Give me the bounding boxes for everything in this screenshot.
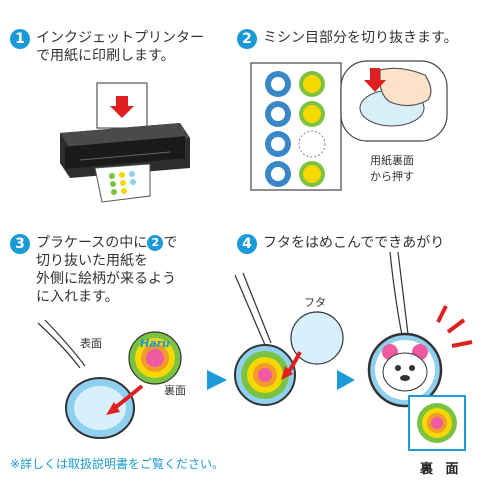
arrow-icon: [207, 370, 227, 390]
step-3-text-line4: に入れます。: [36, 289, 119, 305]
printer-icon: [60, 82, 190, 203]
step-3-number: 3: [10, 234, 30, 254]
back-label: 裏面: [164, 384, 186, 397]
step-4-text-line1: フタをはめこんでできあがり: [263, 235, 445, 251]
back-push-label-2: から押す: [370, 170, 414, 183]
sample-name-label: Haru: [140, 337, 170, 350]
front-label: 表面: [80, 337, 102, 350]
step-3-text-line1-a: プラケースの中に: [36, 235, 148, 251]
note-text: ※詳しくは取扱説明書をご覧ください。: [10, 457, 225, 471]
back-push-label-1: 用紙裏面: [370, 154, 414, 167]
sheet-icon: [250, 62, 342, 191]
step-1-text-line2: で用紙に印刷します。: [36, 48, 175, 64]
back-side-inset: [408, 395, 466, 451]
step-1-text-line1: インクジェットプリンター: [36, 30, 204, 46]
arrow-icon-2: [337, 370, 355, 390]
step-3-text-line2: 切り抜いた用紙を: [36, 253, 148, 269]
step-1-number: 1: [10, 29, 30, 49]
keychain-icon: [37, 319, 182, 439]
finger-icon: [340, 60, 448, 142]
case-with-lid-icon: [234, 272, 344, 406]
back-bottom-label: 裏 面: [420, 462, 463, 477]
step-3-text-line3: 外側に絵柄が来るよう: [36, 271, 176, 287]
step-2-number: 2: [237, 29, 257, 49]
step-3-text-line1-b: で: [163, 235, 178, 251]
lid-label: フタ: [304, 296, 326, 309]
bear-icon: [367, 251, 473, 408]
step-2-text-line1: ミシン目部分を切り抜きます。: [263, 30, 458, 46]
step-3-ref-number: 2: [147, 235, 164, 251]
step-4-number: 4: [237, 234, 257, 254]
